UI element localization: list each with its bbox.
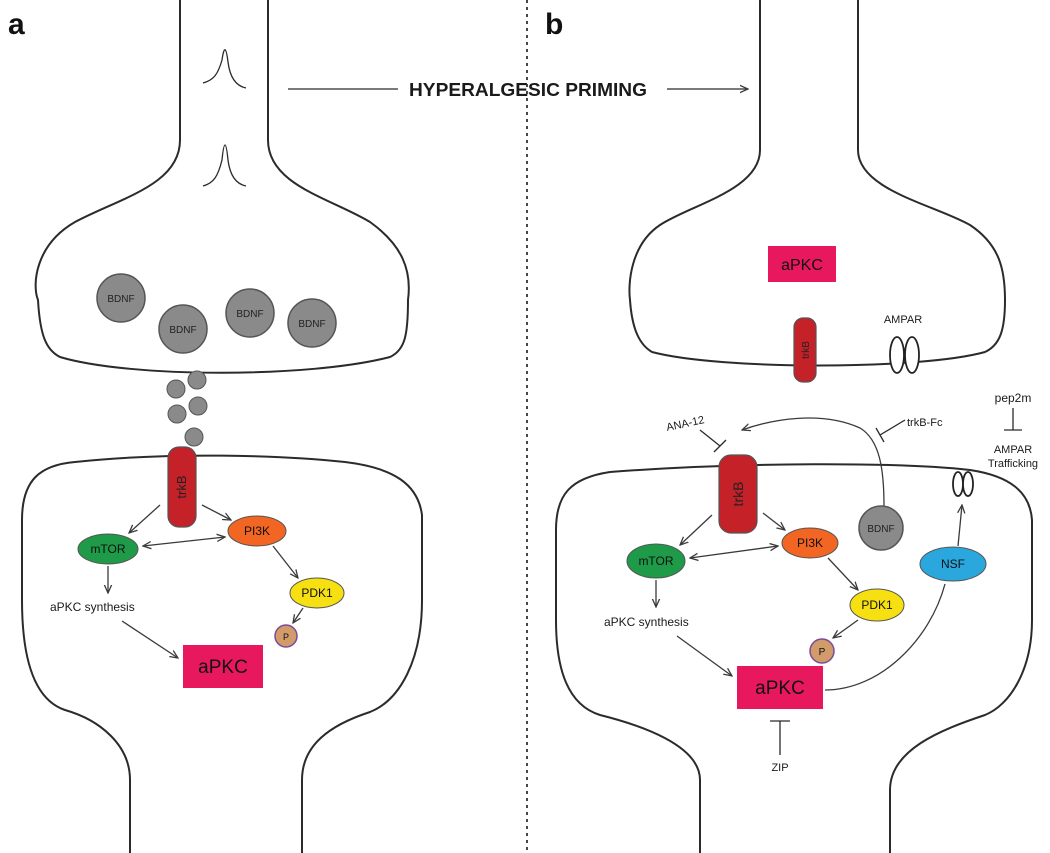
postsynaptic-terminal-a [21, 454, 423, 853]
phosphate-node: P [809, 638, 835, 664]
bdnf-vesicle: BDNF [225, 288, 275, 338]
priming-title: HYPERALGESIC PRIMING [409, 80, 647, 100]
postsynaptic-terminal-b [555, 463, 1033, 853]
released-bdnf [166, 379, 186, 399]
action-potential-icon [202, 144, 247, 187]
svg-text:PI3K: PI3K [244, 524, 270, 538]
svg-text:BDNF: BDNF [867, 524, 894, 535]
bdnf-vesicle: BDNF [287, 298, 337, 348]
svg-text:aPKC: aPKC [198, 657, 248, 678]
apkc-box: aPKC [768, 246, 836, 282]
ampar-label: AMPAR [884, 314, 922, 326]
arrow [272, 545, 298, 578]
released-bdnf [188, 396, 208, 416]
svg-text:PDK1: PDK1 [861, 598, 893, 612]
panel-label-a: a [8, 8, 25, 41]
bdnf-vesicle: BDNF [96, 273, 146, 323]
svg-text:P: P [283, 632, 289, 642]
svg-text:BDNF: BDNF [298, 319, 325, 330]
presynaptic-terminal-a [34, 0, 410, 374]
trkb-fc-label: trkB-Fc [907, 417, 943, 429]
svg-text:trkB: trkB [730, 482, 746, 507]
pdk1-node: PDK1 [849, 588, 905, 622]
released-bdnf [187, 370, 207, 390]
svg-text:BDNF: BDNF [169, 325, 196, 336]
arrow [201, 504, 231, 520]
mtor-node: mTOR [77, 533, 139, 565]
nsf-to-ampar-arrow [958, 505, 962, 547]
apkc-to-nsf-line [824, 583, 946, 691]
arrow [676, 635, 732, 676]
arrow [121, 620, 178, 658]
ana12-label: ANA-12 [665, 414, 705, 434]
svg-text:NSF: NSF [941, 557, 965, 571]
apkc-box: aPKC [183, 645, 263, 688]
ampar-channel [952, 471, 974, 497]
inhibition-bar [713, 439, 727, 453]
pi3k-node: PI3K [781, 527, 839, 559]
svg-text:aPKC: aPKC [781, 257, 823, 274]
svg-text:mTOR: mTOR [90, 542, 125, 556]
trkb-receptor: trkB [167, 446, 197, 528]
presynaptic-terminal-b [628, 0, 1007, 367]
svg-text:mTOR: mTOR [638, 554, 673, 568]
phosphate-node: P [274, 624, 298, 648]
apkc-synthesis-label: aPKC synthesis [50, 600, 135, 614]
apkc-synthesis-label: aPKC synthesis [604, 615, 689, 629]
svg-text:trkB: trkB [801, 341, 812, 359]
panel-label-b: b [545, 8, 563, 41]
arrow [293, 607, 304, 623]
trkb-receptor: trkB [718, 454, 758, 534]
svg-text:aPKC: aPKC [755, 678, 805, 699]
apkc-box: aPKC [737, 666, 823, 709]
pep2m-label: pep2m [995, 391, 1032, 405]
svg-text:PI3K: PI3K [797, 536, 823, 550]
nsf-node: NSF [919, 546, 987, 582]
pdk1-node: PDK1 [289, 577, 345, 609]
action-potential-icon [202, 49, 247, 89]
arrow [129, 504, 161, 533]
arrow [143, 537, 225, 546]
arrow [833, 619, 859, 638]
released-bdnf [167, 404, 187, 424]
svg-text:trkB: trkB [174, 475, 189, 498]
arrow [690, 546, 778, 558]
bdnf-vesicle: BDNF [858, 505, 904, 551]
svg-text:PDK1: PDK1 [301, 586, 333, 600]
inhibition-bar [875, 427, 885, 443]
bdnf-vesicle: BDNF [158, 304, 208, 354]
svg-text:BDNF: BDNF [236, 309, 263, 320]
arrow [827, 557, 858, 590]
mtor-node: mTOR [626, 543, 686, 579]
ampar-trafficking-label: Trafficking [988, 458, 1038, 470]
released-bdnf [184, 427, 204, 447]
bdnf-to-trkb-arrow [742, 417, 885, 507]
ampar-channel [889, 336, 920, 374]
svg-text:P: P [819, 647, 826, 658]
svg-text:BDNF: BDNF [107, 294, 134, 305]
ampar-trafficking-label: AMPAR [994, 444, 1032, 456]
trkb-receptor: trkB [793, 317, 817, 383]
arrow [762, 512, 785, 530]
arrow [680, 514, 713, 545]
pi3k-node: PI3K [227, 515, 287, 547]
zip-label: ZIP [771, 762, 788, 774]
inhibition-line [879, 419, 906, 436]
inhibition-line [699, 429, 721, 447]
